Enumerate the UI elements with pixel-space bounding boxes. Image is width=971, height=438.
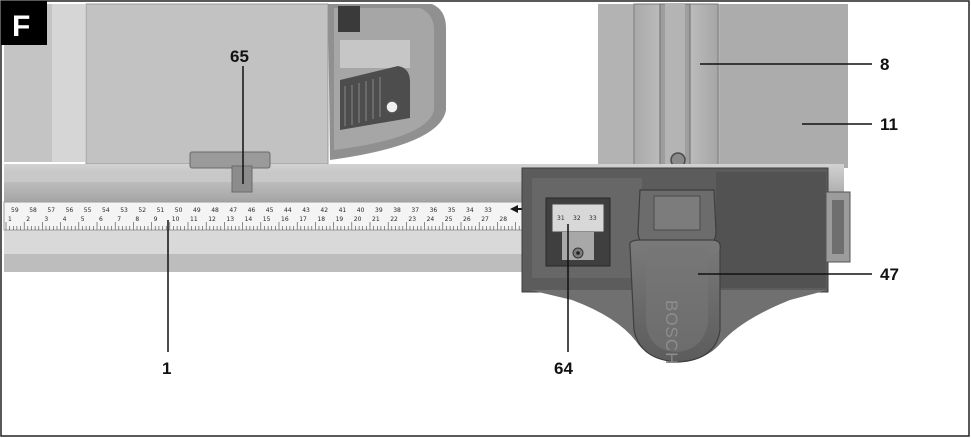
scale-bottom-number: 7	[117, 216, 121, 223]
scale-top-number: 48	[211, 207, 219, 214]
callout-11: 11	[880, 115, 898, 134]
scale-bottom-number: 22	[390, 216, 398, 223]
scale-direction-arrow	[510, 205, 526, 213]
scale-bottom-number: 25	[445, 216, 453, 223]
callout-8: 8	[880, 55, 889, 74]
scale-top-number: 46	[248, 207, 256, 214]
panel-badge: F	[1, 1, 47, 45]
window-scale-number: 31	[557, 215, 565, 222]
scale-bottom-number: 14	[245, 216, 253, 223]
scale-top-number: 50	[175, 207, 183, 214]
scale-top-number: 37	[411, 207, 419, 214]
scale-bottom-number: 11	[190, 216, 198, 223]
scale-top-number: 49	[193, 207, 201, 214]
scale-bottom-number: 15	[263, 216, 271, 223]
window-scale-numbers: 31 32 33	[557, 215, 597, 222]
clamp-lever-47: BOSCH	[530, 189, 828, 365]
scale-top-number: 45	[266, 207, 274, 214]
table-surface-strip	[52, 4, 85, 162]
callout-47: 47	[880, 265, 899, 284]
blade-guard-housing	[328, 4, 446, 160]
scale-top-number: 54	[102, 207, 110, 214]
scale-bottom-number: 1	[8, 216, 12, 223]
scale-bottom-number: 27	[481, 216, 489, 223]
scale-ticks	[5, 222, 527, 230]
window-scale-number: 32	[573, 215, 581, 222]
rail-stop-65	[189, 151, 271, 193]
scale-top-number: 44	[284, 207, 292, 214]
scale-bottom-number: 10	[172, 216, 180, 223]
scale-top-number: 43	[302, 207, 310, 214]
scale-bottom-number: 23	[408, 216, 416, 223]
scale-top-number: 53	[120, 207, 128, 214]
callout-64: 64	[554, 359, 573, 378]
panel-letter: F	[12, 10, 30, 43]
scale-bottom-number: 17	[299, 216, 307, 223]
scale-bottom-number: 21	[372, 216, 380, 223]
scale-top-number: 42	[320, 207, 328, 214]
scale-top-number: 56	[66, 207, 74, 214]
parallel-guide-fence	[633, 3, 719, 191]
scale-bottom-number: 16	[281, 216, 289, 223]
scale-top-number: 34	[466, 207, 474, 214]
blade-guard-plate	[85, 3, 329, 165]
side-extension-shade	[720, 4, 848, 168]
scale-top-numbers: 59 58 57 56 55 54 53 52 51 50 49 48 47 46 45 44 43 42 41 40…	[11, 207, 492, 214]
window-scale-number: 33	[589, 215, 597, 222]
scale-top-number: 58	[29, 207, 37, 214]
scale-top-number: 41	[339, 207, 347, 214]
scale-bottom-number: 3	[44, 216, 48, 223]
scale-bottom-number: 12	[208, 216, 216, 223]
scale-top-number: 57	[47, 207, 55, 214]
scale-bottom-number: 18	[317, 216, 325, 223]
scale-top-number: 51	[157, 207, 165, 214]
scale-bottom-number: 6	[99, 216, 103, 223]
scale-top-number: 55	[84, 207, 92, 214]
scale-top-number: 38	[393, 207, 401, 214]
callout-1: 1	[162, 359, 171, 378]
scale-viewing-window: 31 32 33	[545, 197, 611, 267]
scale-bottom-number: 9	[154, 216, 158, 223]
scale-top-number: 33	[484, 207, 492, 214]
scale-bottom-number: 28	[499, 216, 507, 223]
brand-logo: BOSCH	[662, 300, 681, 365]
scale-top-number: 52	[138, 207, 146, 214]
scale-bottom-number: 4	[63, 216, 67, 223]
scale-bottom-number: 5	[81, 216, 85, 223]
scale-top-number: 39	[375, 207, 383, 214]
scale-bottom-number: 20	[354, 216, 362, 223]
scale-bottom-number: 24	[427, 216, 435, 223]
scale-bottom-number: 26	[463, 216, 471, 223]
scale-top-number: 47	[229, 207, 237, 214]
scale-top-number: 35	[448, 207, 456, 214]
leader-lines	[167, 63, 872, 352]
scale-top-number: 36	[430, 207, 438, 214]
scale-top-number: 40	[357, 207, 365, 214]
callout-65: 65	[230, 47, 249, 66]
scale-bottom-number: 8	[135, 216, 139, 223]
scale-bottom-number: 13	[226, 216, 234, 223]
scale-bottom-number: 2	[26, 216, 30, 223]
scale-bottom-number: 19	[336, 216, 344, 223]
scale-top-number: 59	[11, 207, 19, 214]
